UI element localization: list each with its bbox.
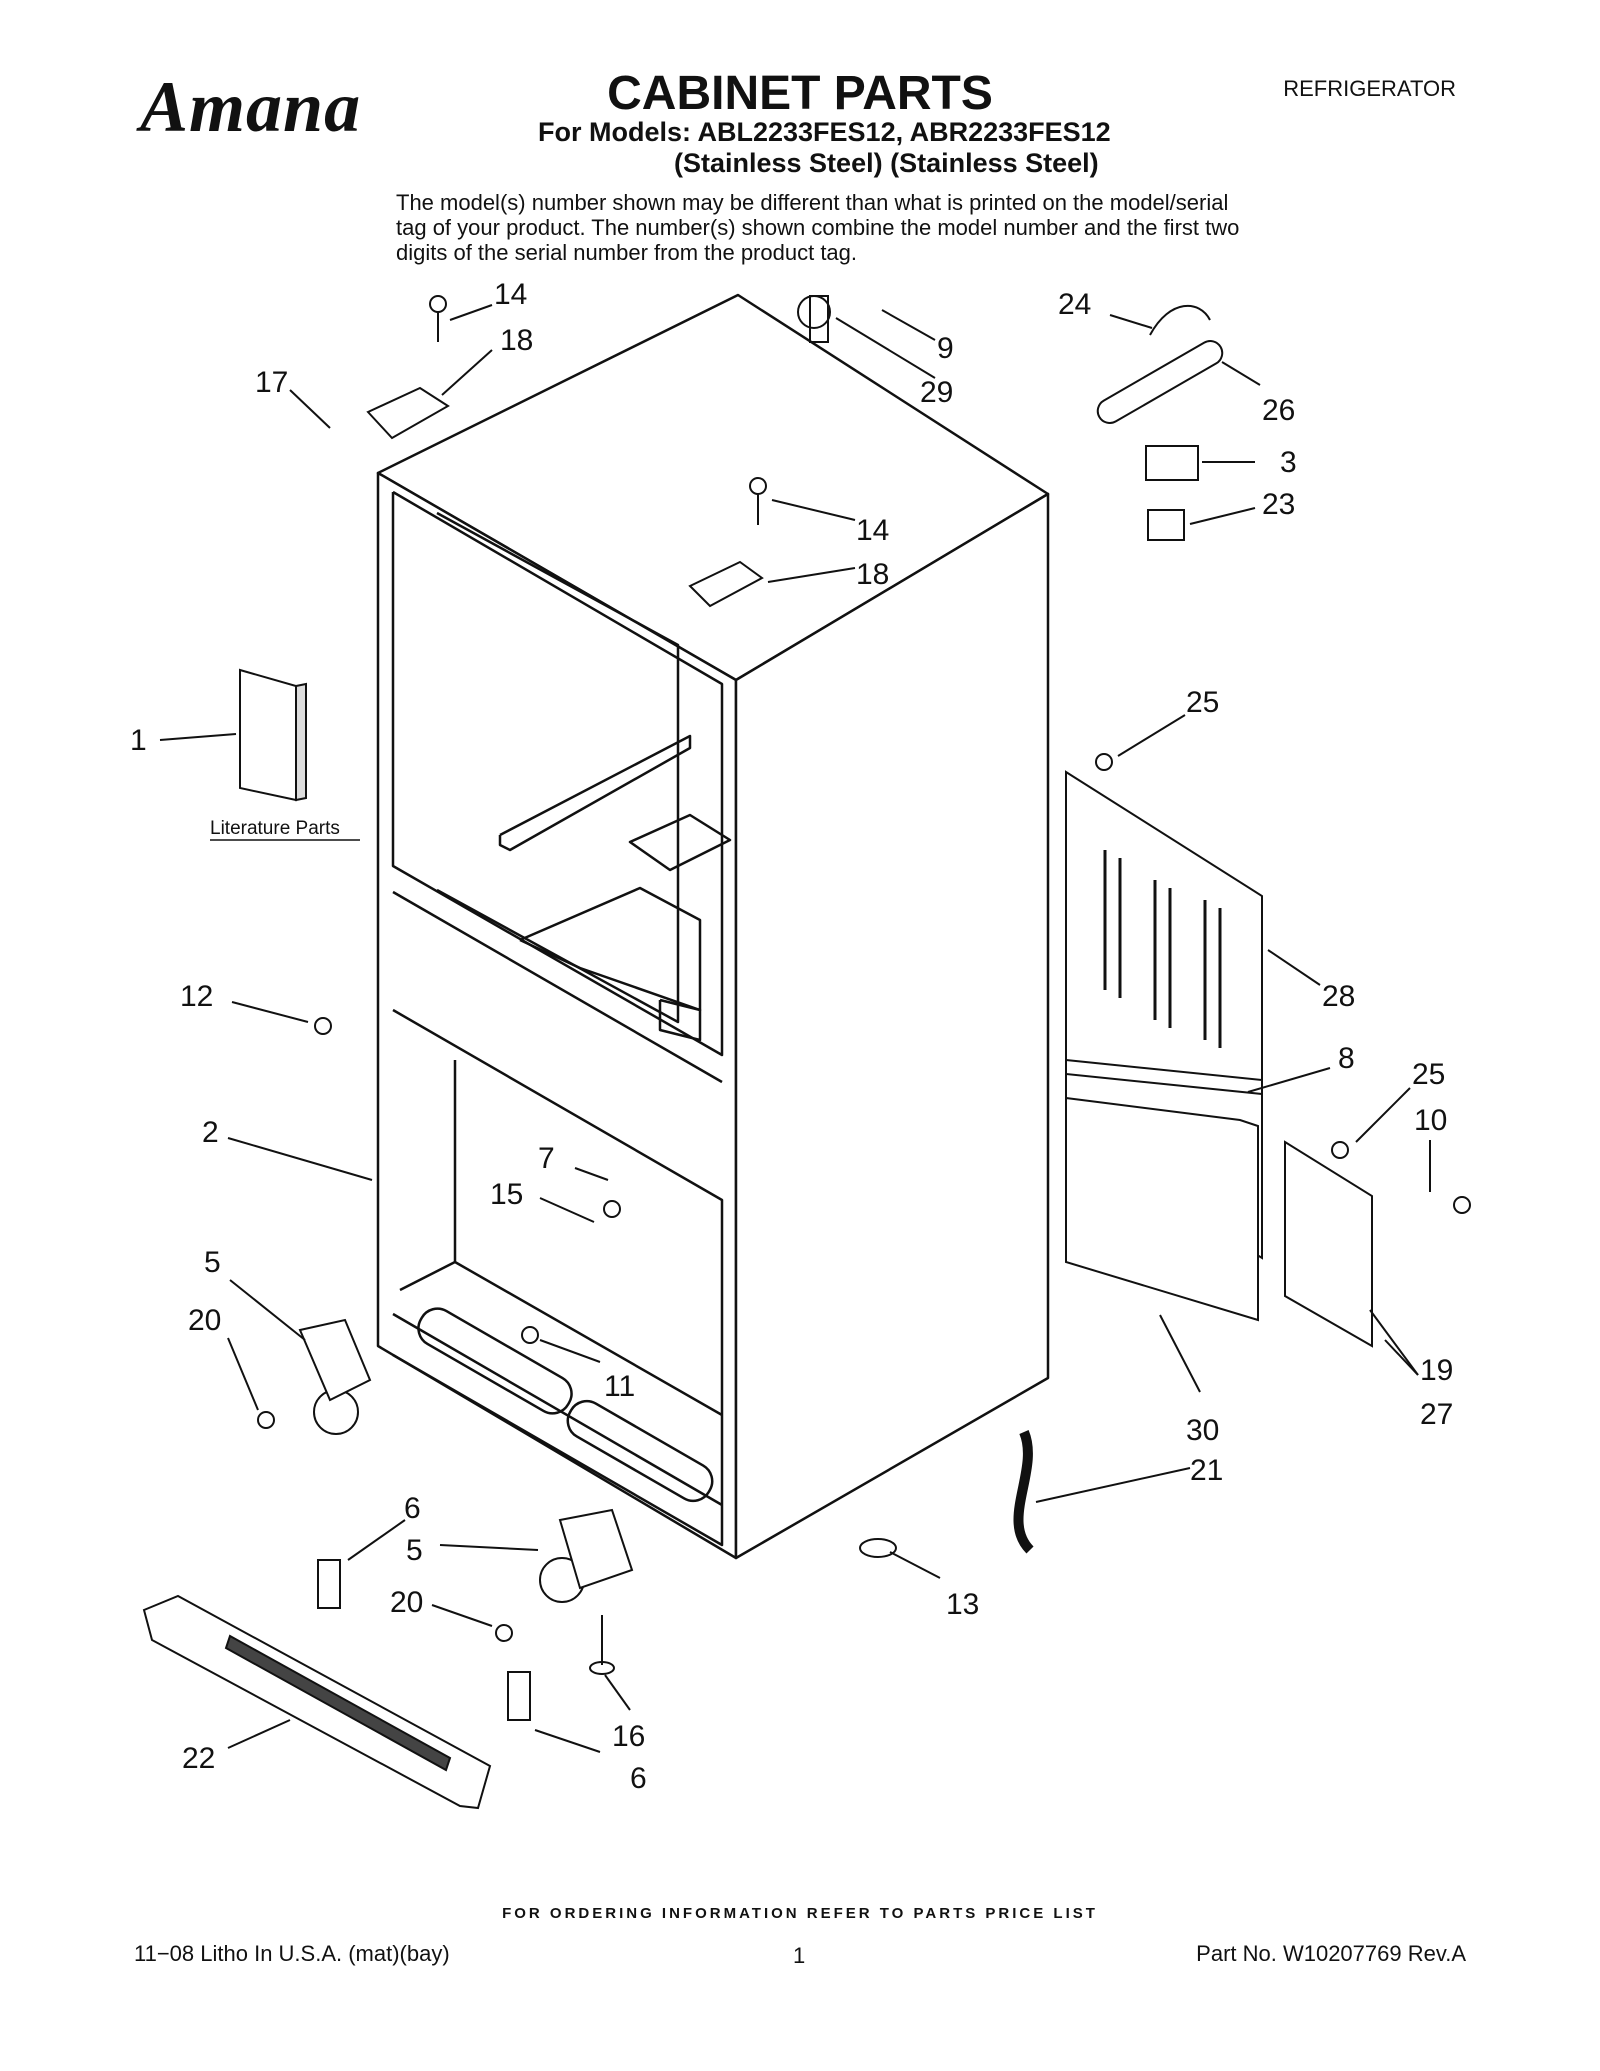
callout-27: 27 bbox=[1420, 1398, 1453, 1431]
callout-12: 12 bbox=[180, 980, 213, 1013]
callout-26: 26 bbox=[1262, 394, 1295, 427]
callout-labels: 14 18 17 9 29 24 26 3 23 14 18 1 25 28 1… bbox=[130, 278, 1453, 1795]
callout-14-mid: 14 bbox=[856, 514, 889, 547]
callout-6-top: 6 bbox=[404, 1492, 421, 1525]
callout-2: 2 bbox=[202, 1116, 219, 1149]
litho-info: 11−08 Litho In U.S.A. (mat)(bay) bbox=[134, 1941, 450, 1966]
category-label: REFRIGERATOR bbox=[1283, 76, 1456, 101]
callout-1: 1 bbox=[130, 724, 147, 757]
callout-10: 10 bbox=[1414, 1104, 1447, 1137]
models-line: For Models: ABL2233FES12, ABR2233FES12 bbox=[538, 117, 1111, 147]
literature-parts-label: Literature Parts bbox=[210, 818, 340, 839]
callout-25-mid: 25 bbox=[1412, 1058, 1445, 1091]
ordering-info: FOR ORDERING INFORMATION REFER TO PARTS … bbox=[502, 1905, 1098, 1922]
callout-13: 13 bbox=[946, 1588, 979, 1621]
model-number-note: The model(s) number shown may be differe… bbox=[396, 190, 1240, 265]
callout-20-left: 20 bbox=[188, 1304, 221, 1337]
callout-8: 8 bbox=[1338, 1042, 1355, 1075]
callout-25-top: 25 bbox=[1186, 686, 1219, 719]
callout-28: 28 bbox=[1322, 980, 1355, 1013]
page-number: 1 bbox=[793, 1943, 806, 1968]
callout-30: 30 bbox=[1186, 1414, 1219, 1447]
callout-24: 24 bbox=[1058, 288, 1091, 321]
callout-7: 7 bbox=[538, 1142, 555, 1175]
callout-18-mid: 18 bbox=[856, 558, 889, 591]
callout-9: 9 bbox=[937, 332, 954, 365]
callout-15: 15 bbox=[490, 1178, 523, 1211]
callout-3: 3 bbox=[1280, 446, 1297, 479]
part-drawings bbox=[142, 295, 1471, 1810]
callout-22: 22 bbox=[182, 1742, 215, 1775]
callout-29: 29 bbox=[920, 376, 953, 409]
part-number: Part No. W10207769 Rev.A bbox=[1196, 1941, 1466, 1966]
callout-5-bottom: 5 bbox=[406, 1534, 423, 1567]
callout-20-bottom: 20 bbox=[390, 1586, 423, 1619]
amana-logo: Amana bbox=[140, 67, 362, 147]
callout-14-top: 14 bbox=[494, 278, 527, 311]
callout-11: 11 bbox=[604, 1370, 635, 1403]
callout-17: 17 bbox=[255, 366, 288, 399]
page-title: CABINET PARTS bbox=[607, 67, 993, 120]
callout-5-left: 5 bbox=[204, 1246, 221, 1279]
callout-19: 19 bbox=[1420, 1354, 1453, 1387]
callout-23: 23 bbox=[1262, 488, 1295, 521]
callout-6-bottom: 6 bbox=[630, 1762, 647, 1795]
leader-lines bbox=[159, 304, 1431, 1753]
callout-21: 21 bbox=[1190, 1454, 1223, 1487]
models-finish-line: (Stainless Steel) (Stainless Steel) bbox=[674, 148, 1099, 178]
cabinet-drawing bbox=[376, 293, 1050, 1560]
callout-18-top: 18 bbox=[500, 324, 533, 357]
callout-16: 16 bbox=[612, 1720, 645, 1753]
